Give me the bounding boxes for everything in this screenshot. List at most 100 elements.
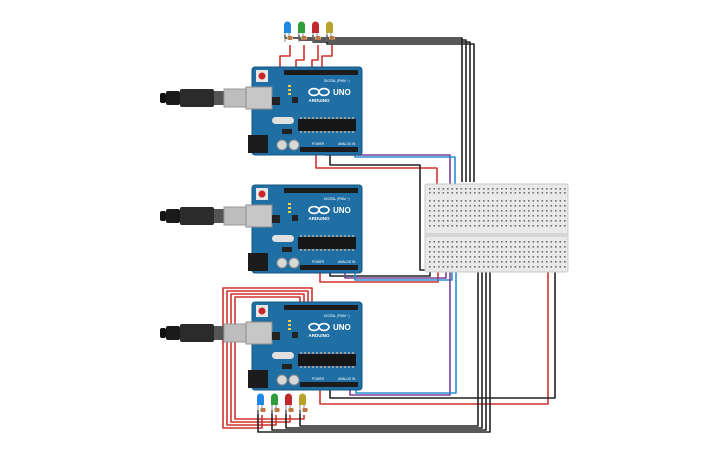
digital-header-label: DIGITAL (PWM ~) [324, 79, 350, 83]
breadboard-hole [505, 200, 508, 202]
chip-pin [340, 131, 342, 133]
breadboard-hole [483, 241, 485, 243]
breadboard-hole [532, 192, 535, 194]
chip-pin [352, 366, 354, 368]
capacitor [288, 139, 300, 151]
status-led [288, 89, 291, 91]
breadboard-hole [546, 251, 548, 253]
breadboard-hole [478, 261, 481, 263]
breadboard-hole [447, 246, 449, 248]
chip-pin [348, 235, 350, 237]
breadboard-hole [523, 266, 526, 268]
breadboard-hole [505, 256, 508, 258]
breadboard-hole [546, 225, 548, 227]
breadboard-hole [523, 200, 526, 202]
wire-blue [355, 262, 457, 394]
breadboard-hole [505, 241, 508, 243]
breadboard-hole [532, 215, 535, 217]
breadboard-hole [528, 210, 530, 212]
usb-cable-neck [214, 91, 224, 105]
chip-pin [328, 366, 330, 368]
power-jack [248, 253, 268, 271]
breadboard-hole [546, 220, 548, 222]
status-led [288, 211, 291, 213]
chip-pin [308, 366, 310, 368]
breadboard-hole [474, 246, 476, 248]
breadboard-hole [501, 251, 503, 253]
breadboard-hole [465, 200, 467, 202]
breadboard-hole [451, 225, 454, 227]
breadboard-hole [550, 200, 553, 202]
chip-pin [320, 249, 322, 251]
breadboard-hole [456, 246, 458, 248]
breadboard-hole [474, 210, 476, 212]
breadboard-hole [478, 215, 481, 217]
breadboard-hole [429, 205, 431, 207]
resistor-band [316, 36, 318, 40]
breadboard-hole [451, 188, 454, 190]
breadboard-hole [550, 188, 553, 190]
breadboard-hole [514, 188, 517, 190]
breadboard-hole [496, 246, 499, 248]
breadboard-hole [514, 200, 517, 202]
breadboard-hole [469, 241, 472, 243]
breadboard-hole [519, 215, 521, 217]
chip-pin [312, 366, 314, 368]
led-1 [284, 21, 291, 31]
breadboard-hole [537, 251, 539, 253]
breadboard-hole [456, 215, 458, 217]
breadboard-hole [541, 200, 544, 202]
breadboard-hole [433, 266, 436, 268]
breadboard-hole [451, 205, 454, 207]
led-flange [298, 31, 305, 33]
breadboard-hole [564, 200, 566, 202]
breadboard-hole [519, 220, 521, 222]
power-header [300, 382, 358, 387]
breadboard-hole [550, 246, 553, 248]
chip-pin [348, 131, 350, 133]
breadboard-hole [492, 241, 494, 243]
breadboard-hole [438, 256, 440, 258]
breadboard-hole [492, 225, 494, 227]
breadboard-hole [523, 261, 526, 263]
chip-pin [312, 235, 314, 237]
breadboard-hole [460, 251, 463, 253]
breadboard-hole [501, 188, 503, 190]
breadboard-hole [483, 225, 485, 227]
breadboard-hole [528, 241, 530, 243]
breadboard-hole [469, 256, 472, 258]
breadboard-hole [523, 192, 526, 194]
power-header-label: POWER [312, 142, 325, 146]
breadboard-hole [546, 215, 548, 217]
breadboard-hole [550, 266, 553, 268]
breadboard-hole [487, 251, 490, 253]
reset-button-cap[interactable] [258, 190, 266, 198]
breadboard-hole [514, 225, 517, 227]
breadboard-hole [433, 205, 436, 207]
led-flange [312, 31, 319, 33]
breadboard-hole [505, 215, 508, 217]
breadboard-hole [523, 251, 526, 253]
breadboard-hole [474, 205, 476, 207]
breadboard-hole [510, 215, 512, 217]
reset-button-cap[interactable] [258, 72, 266, 80]
breadboard-hole [537, 241, 539, 243]
breadboard-hole [465, 205, 467, 207]
breadboard-hole [510, 210, 512, 212]
status-led [288, 85, 291, 87]
breadboard-hole [487, 192, 490, 194]
breadboard [424, 183, 569, 273]
chip-pin [316, 352, 318, 354]
breadboard-hole [487, 266, 490, 268]
led-flange [285, 403, 292, 405]
breadboard-hole [483, 261, 485, 263]
reset-button-cap[interactable] [258, 307, 266, 315]
chip-pin [300, 249, 302, 251]
breadboard-hole [501, 220, 503, 222]
breadboard-hole [447, 256, 449, 258]
bottom-led-group [257, 393, 308, 414]
breadboard-hole [541, 210, 544, 212]
breadboard-hole [487, 188, 490, 190]
breadboard-hole [505, 192, 508, 194]
chip-pin [324, 235, 326, 237]
